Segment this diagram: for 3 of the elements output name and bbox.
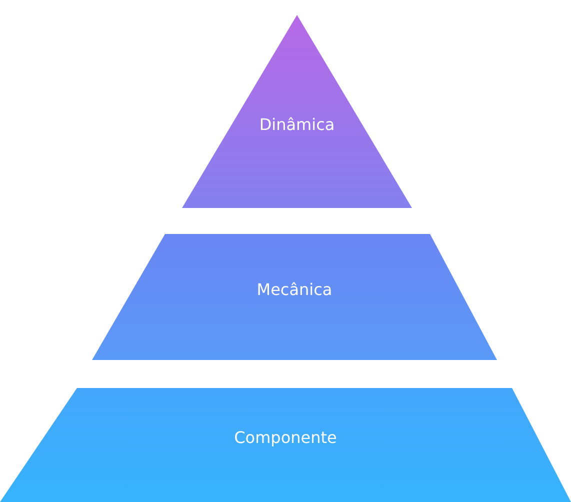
tier-label: Dinâmica (259, 115, 335, 134)
tier-label: Componente (234, 428, 337, 447)
tier-label: Mecânica (256, 280, 332, 299)
